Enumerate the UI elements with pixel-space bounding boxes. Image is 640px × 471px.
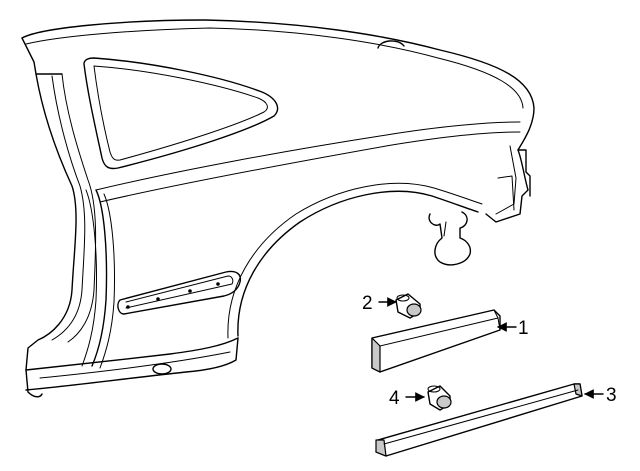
callout-2: 2 [362,293,397,314]
part-3-rocker-molding [375,383,583,457]
callout-1: 1 [497,318,529,339]
callout-3: 3 [584,385,617,406]
callout-4: 4 [389,388,425,409]
quarter-panel [21,19,535,398]
callout-4-label: 4 [389,388,400,409]
part-2-retainer [395,293,422,319]
callout-3-label: 3 [606,385,617,406]
part-4-retainer [427,385,452,411]
callout-1-label: 1 [518,318,529,339]
part-1-side-molding [371,309,501,373]
callout-2-label: 2 [362,293,373,314]
